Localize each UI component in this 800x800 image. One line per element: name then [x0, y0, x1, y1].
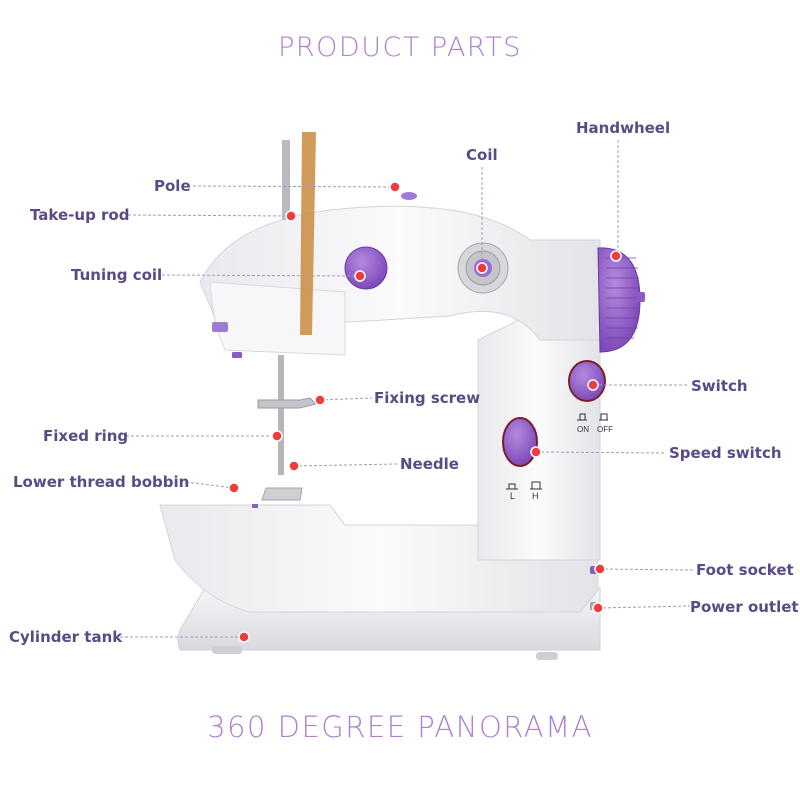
pole-marker [389, 181, 401, 193]
fixing-screw-marker [314, 394, 326, 406]
lower-thread-bobbin-marker [228, 482, 240, 494]
label-take-up-rod: Take-up rod [30, 206, 130, 224]
base-foot-left [212, 646, 242, 654]
page-title: PRODUCT PARTS [278, 32, 522, 63]
label-coil: Coil [466, 146, 498, 164]
label-speed-switch: Speed switch [669, 444, 782, 462]
label-switch: Switch [691, 377, 748, 395]
switch-shape [568, 360, 606, 402]
label-fixing-screw: Fixing screw [374, 389, 481, 407]
cylinder-tank-marker [238, 631, 250, 643]
speed-switch-marker [530, 446, 542, 458]
foot-socket-leader [599, 568, 695, 571]
needle-leader [293, 463, 398, 467]
label-fixed-ring: Fixed ring [43, 427, 129, 445]
label-power-outlet: Power outlet [690, 598, 799, 616]
take-up-rod-leader [127, 214, 292, 217]
speed-switch-shape [502, 417, 538, 467]
pole-leader [192, 185, 396, 188]
fixing-screw-leader [319, 397, 373, 401]
pole-top-spool [401, 192, 417, 200]
label-tuning-coil: Tuning coil [71, 266, 163, 284]
head-left-tab [212, 322, 228, 332]
label-cylinder-tank: Cylinder tank [9, 628, 123, 646]
fixed-ring-marker [271, 430, 283, 442]
power-outlet-leader [597, 605, 691, 609]
speed-switch-leader [535, 451, 667, 454]
foot-socket-marker [594, 563, 606, 575]
needle-marker [288, 460, 300, 472]
base-foot-right [536, 652, 558, 660]
speed-icons [506, 481, 542, 490]
pole-shape [282, 140, 290, 220]
presser-lever [232, 352, 242, 358]
handwheel-marker [610, 250, 622, 262]
high-mark: H [532, 491, 539, 501]
needle-bar [278, 355, 284, 475]
label-needle: Needle [400, 455, 459, 473]
lower-thread-bobbin-leader [185, 481, 235, 489]
on-mark: ON [577, 425, 589, 434]
label-lower-thread-bobbin: Lower thread bobbin [13, 473, 190, 491]
presser-foot [261, 487, 303, 501]
off-mark: OFF [597, 425, 613, 434]
on-off-icons [577, 413, 608, 421]
label-pole: Pole [154, 177, 191, 195]
handwheel-knob [636, 292, 645, 302]
take-up-rod-marker [285, 210, 297, 222]
label-foot-socket: Foot socket [696, 561, 794, 579]
footer-title: 360 DEGREE PANORAMA [207, 710, 593, 744]
take-up-rod-shape [300, 132, 316, 335]
low-mark: L [510, 491, 515, 501]
tuning-coil-marker [354, 270, 366, 282]
small-tab [252, 504, 258, 508]
switch-marker [587, 379, 599, 391]
tuning-coil-leader [161, 274, 359, 277]
label-handwheel: Handwheel [576, 119, 671, 137]
coil-marker [476, 262, 488, 274]
power-outlet-marker [592, 602, 604, 614]
